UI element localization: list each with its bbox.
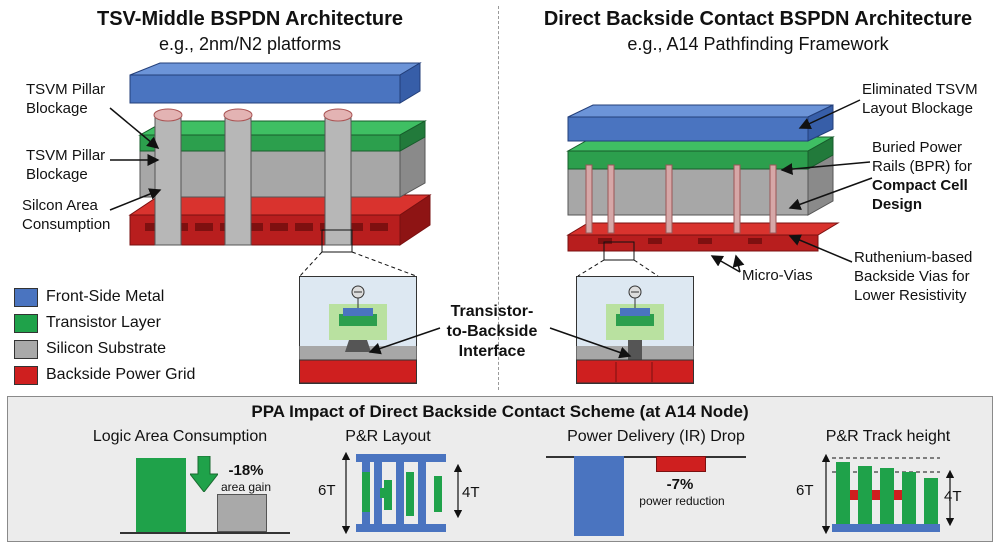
legend: Front-Side Metal Transistor Layer Silico…	[14, 284, 195, 388]
logic-area-bar-after	[217, 494, 267, 532]
power-delivery-label: Power Delivery (IR) Drop	[567, 428, 745, 445]
track-height-left-height: 6T	[796, 482, 814, 499]
ppa-title: PPA Impact of Direct Backside Contact Sc…	[251, 402, 749, 421]
logic-area-label: Logic Area Consumption	[92, 428, 268, 445]
power-delivery-baseline	[546, 456, 746, 458]
legend-label: Silicon Substrate	[46, 340, 167, 357]
legend-label: Transistor Layer	[46, 314, 161, 331]
left-subtitle: e.g., 2nm/N2 platforms	[158, 34, 342, 54]
down-arrow-icon	[190, 456, 218, 492]
callout-text: TSVM Pillar Blockage	[26, 81, 106, 117]
silicon-area-callout: Silcon Area Consumption	[22, 196, 110, 234]
logic-area-note: area gain	[220, 480, 272, 494]
logic-area-baseline	[120, 532, 290, 534]
pr-layout-label: P&R Layout	[345, 428, 431, 445]
power-delivery-bar-after	[656, 456, 706, 472]
tsvm-blockage-callout-1: TSVM Pillar Blockage	[26, 80, 105, 118]
callout-text: Buried Power Rails (BPR) for	[872, 139, 973, 175]
interface-label: Transistor- to-Backside Interface	[432, 302, 552, 362]
callout-text: Micro-Vias	[742, 267, 813, 284]
left-architecture-illustration	[128, 62, 432, 246]
callout-text: TSVM Pillar Blockage	[26, 147, 106, 183]
legend-item-backside-power-grid: Backside Power Grid	[14, 362, 195, 388]
legend-label: Backside Power Grid	[46, 366, 196, 383]
interface-arrows	[368, 327, 632, 359]
right-interface-inset	[576, 276, 694, 384]
pr-layout-left-height: 6T	[318, 482, 336, 499]
right-title: Direct Backside Contact BSPDN Architectu…	[543, 8, 973, 30]
track-height-diagram	[821, 453, 955, 535]
bpr-callout: Buried Power Rails (BPR) for Compact Cel…	[872, 138, 972, 214]
right-architecture-illustration	[566, 104, 840, 252]
left-callout-arrows	[109, 107, 417, 277]
power-delivery-value: -7%	[666, 476, 694, 493]
left-interface-inset	[299, 276, 417, 384]
pr-layout-right-height: 4T	[462, 484, 480, 501]
track-height-right-height: 4T	[944, 488, 962, 505]
eliminated-blockage-callout: Eliminated TSVM Layout Blockage	[862, 80, 978, 118]
right-subtitle: e.g., A14 Pathfinding Framework	[627, 34, 889, 54]
pr-layout-diagram	[341, 451, 463, 535]
track-height-label: P&R Track height	[825, 428, 951, 445]
legend-swatch	[14, 287, 38, 307]
micro-vias-callout: Micro-Vias	[742, 266, 813, 285]
callout-text-bold: Compact Cell Design	[872, 177, 968, 213]
tsvm-blockage-callout-2: TSVM Pillar Blockage	[26, 146, 105, 184]
legend-swatch	[14, 339, 38, 359]
legend-item-silicon-substrate: Silicon Substrate	[14, 336, 195, 362]
callout-text: Silcon Area Consumption	[22, 197, 111, 233]
callout-text: Eliminated TSVM Layout Blockage	[862, 81, 978, 117]
legend-item-front-side-metal: Front-Side Metal	[14, 284, 195, 310]
logic-area-value: -18%	[228, 462, 264, 479]
left-title: TSV-Middle BSPDN Architecture	[97, 8, 403, 30]
ruthenium-callout: Ruthenium-based Backside Vias for Lower …	[854, 248, 972, 305]
power-delivery-bar-before	[574, 456, 624, 536]
power-delivery-note: power reduction	[639, 494, 725, 508]
legend-label: Front-Side Metal	[46, 288, 165, 305]
legend-item-transistor-layer: Transistor Layer	[14, 310, 195, 336]
legend-swatch	[14, 313, 38, 333]
center-divider	[498, 6, 499, 390]
interface-label-text: Transistor- to-Backside Interface	[446, 303, 538, 360]
logic-area-bar-before	[136, 458, 186, 532]
legend-swatch	[14, 365, 38, 385]
callout-text: Ruthenium-based Backside Vias for Lower …	[854, 249, 973, 304]
right-callout-arrows	[577, 99, 873, 277]
